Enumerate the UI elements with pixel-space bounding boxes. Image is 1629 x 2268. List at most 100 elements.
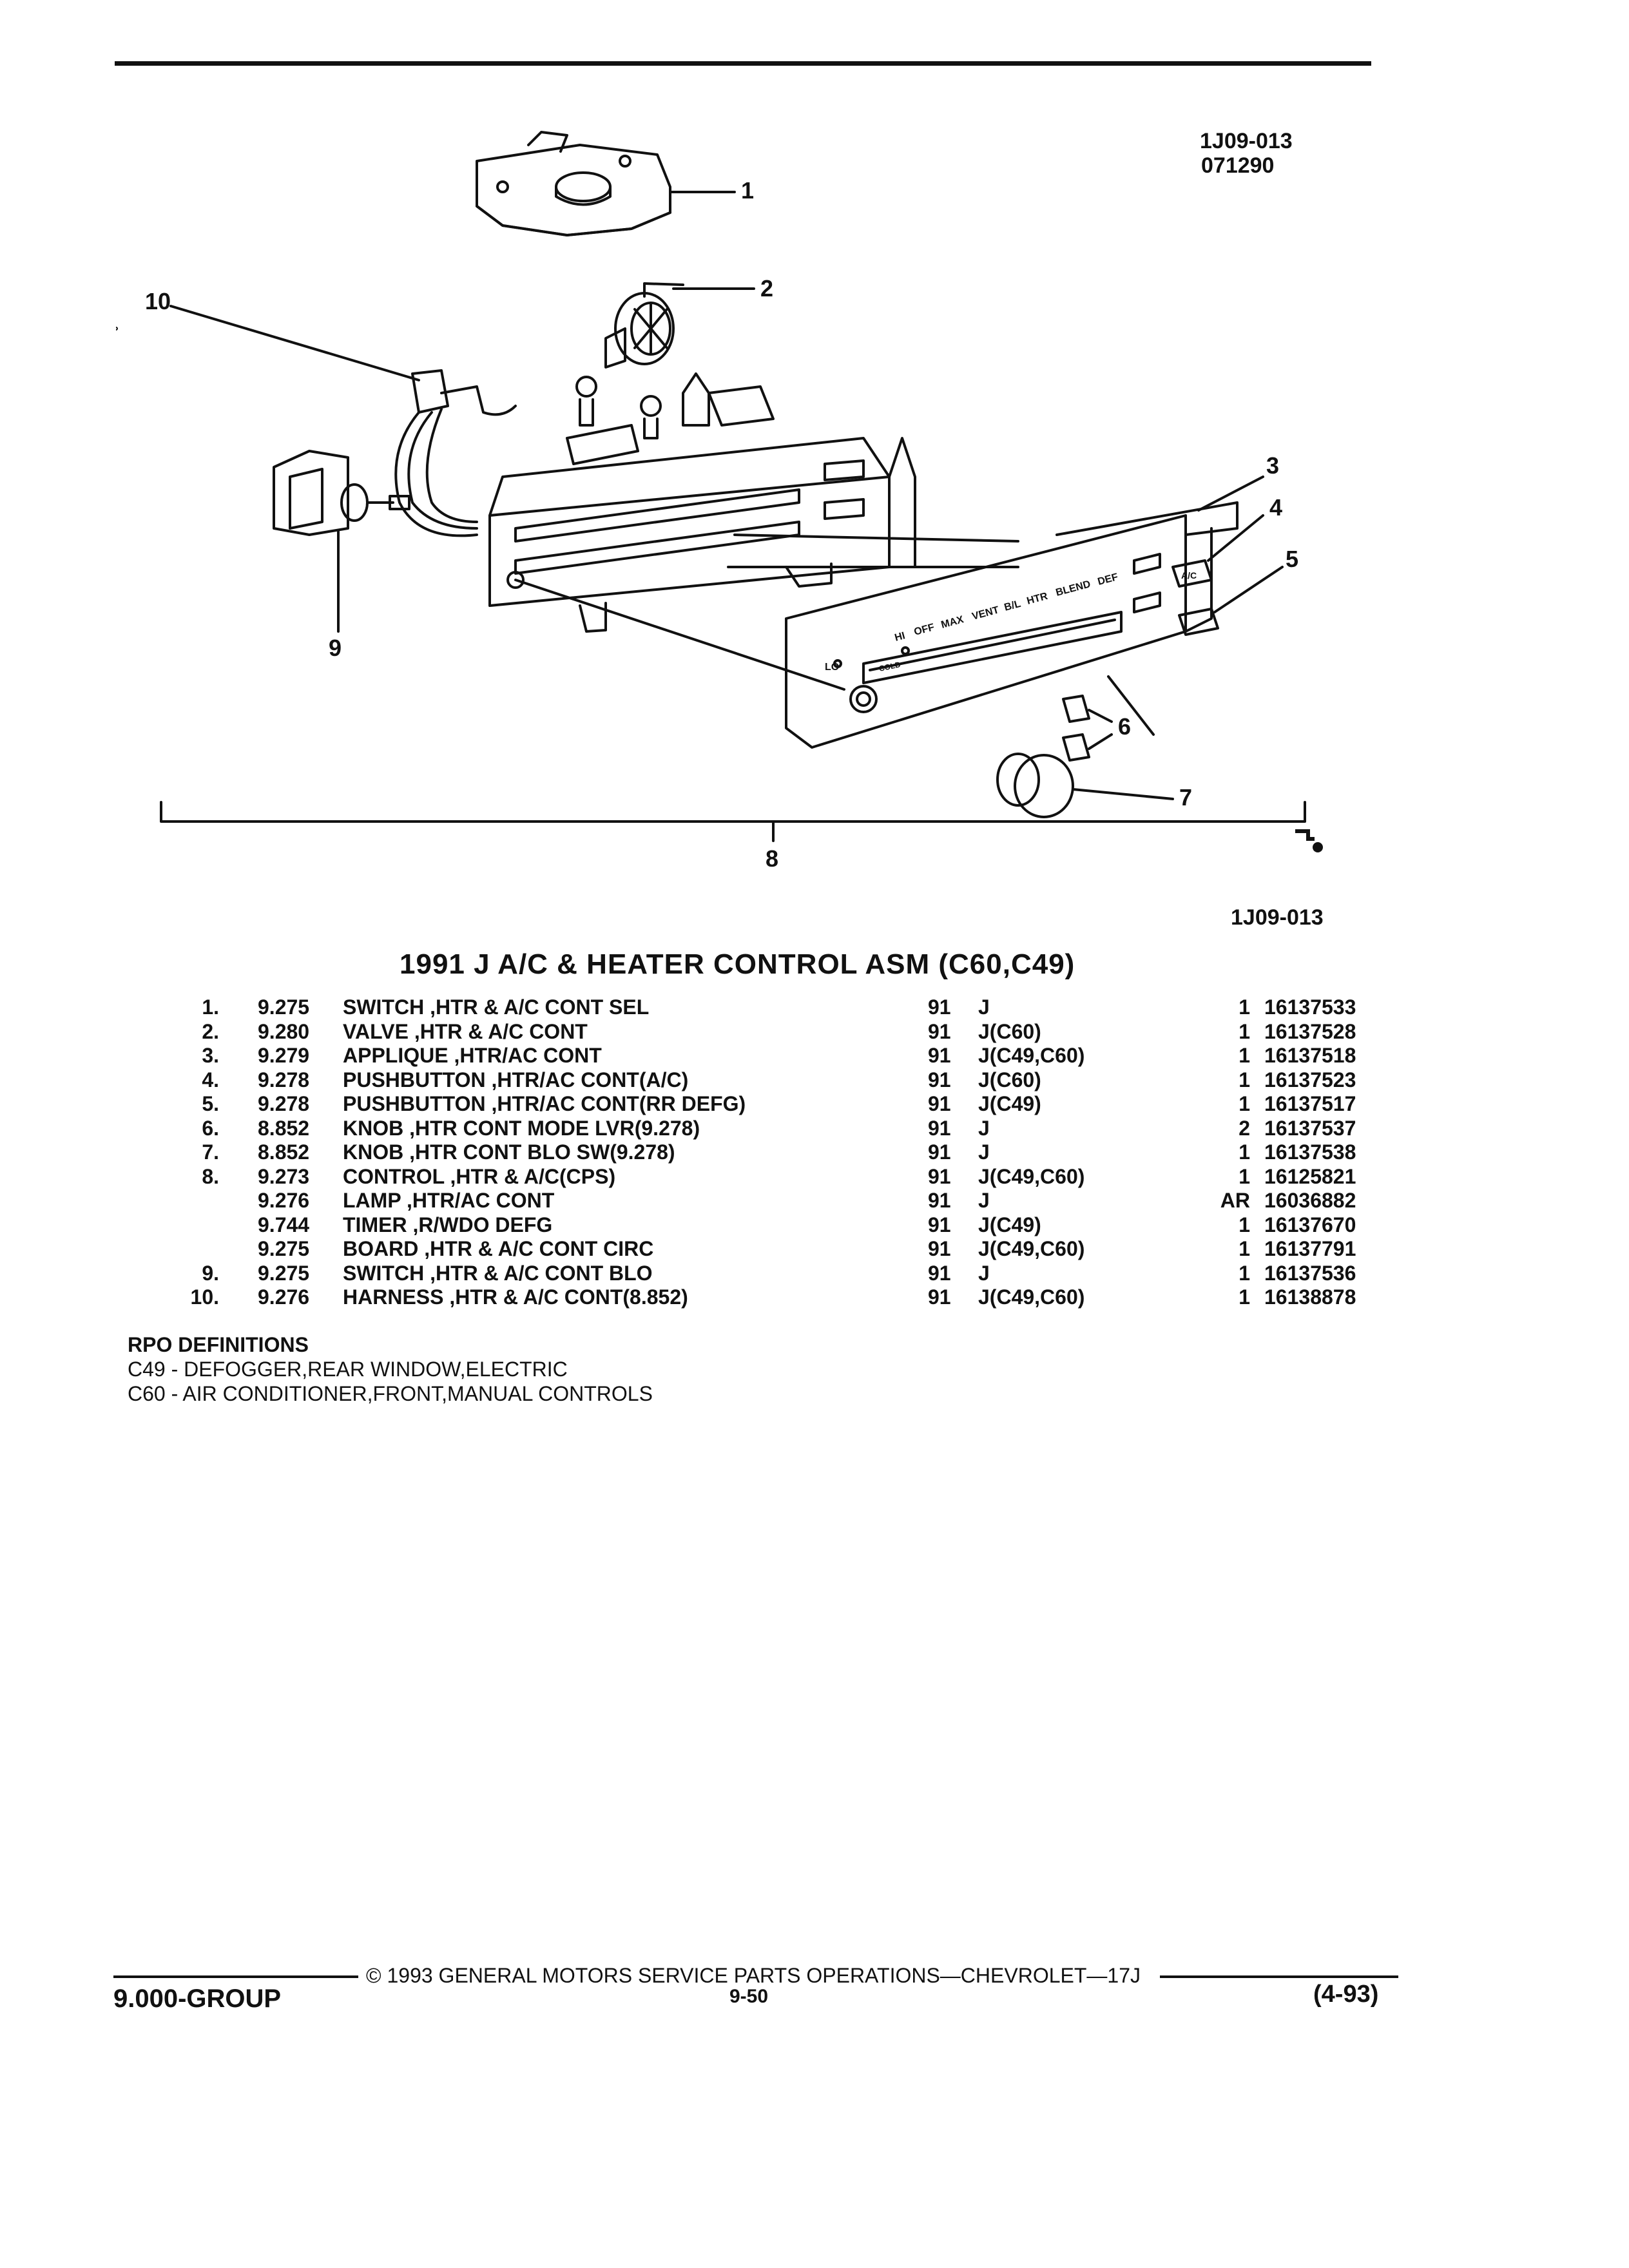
model-year: 91 — [928, 1068, 951, 1091]
part-number: 16125821 — [1264, 1164, 1356, 1188]
figure-id: 1J09-013 — [1200, 129, 1293, 153]
part-number: 16036882 — [1264, 1189, 1356, 1212]
callout-1: 1 — [741, 177, 754, 204]
quantity: 1 — [1239, 1164, 1250, 1188]
group-number: 9.278 — [258, 1068, 310, 1091]
model-year: 91 — [928, 1261, 951, 1285]
blower-switch-part — [273, 450, 410, 633]
group-number: 9.276 — [258, 1189, 310, 1212]
usage-code: J(C49,C60) — [978, 1164, 1085, 1188]
rpo-item: C49 - DEFOGGER,REAR WINDOW,ELECTRIC — [128, 1358, 568, 1381]
part-number: 16137518 — [1264, 1044, 1356, 1067]
callout-10: 10 — [145, 288, 171, 314]
model-year: 91 — [928, 1189, 951, 1212]
group-number: 9.280 — [258, 1019, 310, 1043]
panel-label-blend: BLEND — [1055, 579, 1092, 599]
quantity: AR — [1220, 1189, 1250, 1212]
quantity: 1 — [1239, 1044, 1250, 1067]
rpo-heading: RPO DEFINITIONS — [128, 1333, 309, 1356]
group-number: 8.852 — [258, 1116, 310, 1140]
part-description: TIMER ,R/WDO DEFG — [343, 1213, 553, 1236]
control-housing — [488, 372, 1019, 691]
part-number: 16137537 — [1264, 1116, 1356, 1140]
item-number: 8. — [202, 1164, 219, 1188]
usage-code: J(C49) — [978, 1213, 1041, 1236]
footer-date: (4-93) — [1313, 1981, 1379, 2008]
rpo-item: C60 - AIR CONDITIONER,FRONT,MANUAL CONTR… — [128, 1382, 653, 1405]
rpo-definitions: RPO DEFINITIONS C49 - DEFOGGER,REAR WIND… — [128, 1332, 653, 1406]
quantity: 1 — [1239, 995, 1250, 1019]
footer-rule-left — [113, 1975, 358, 1978]
group-number: 9.273 — [258, 1164, 310, 1188]
part-number: 16137536 — [1264, 1261, 1356, 1285]
part-description: SWITCH ,HTR & A/C CONT SEL — [343, 995, 650, 1019]
part-number: 16138878 — [1264, 1285, 1356, 1309]
group-number: 9.275 — [258, 1237, 310, 1260]
usage-code: J(C49,C60) — [978, 1285, 1085, 1309]
item-number: 6. — [202, 1116, 219, 1140]
quantity: 1 — [1239, 1261, 1250, 1285]
quantity: 1 — [1239, 1068, 1250, 1091]
model-year: 91 — [928, 1213, 951, 1236]
usage-code: J(C49) — [978, 1092, 1041, 1115]
model-year: 91 — [928, 1019, 951, 1043]
part-description: CONTROL ,HTR & A/C(CPS) — [343, 1164, 616, 1188]
panel-label-htr: HTR — [1026, 591, 1050, 607]
panel-label-bl: B/L — [1003, 599, 1023, 613]
part-description: SWITCH ,HTR & A/C CONT BLO — [343, 1261, 653, 1285]
panel-label-vent: VENT — [971, 604, 1001, 622]
part-description: LAMP ,HTR/AC CONT — [343, 1189, 555, 1212]
part-description: VALVE ,HTR & A/C CONT — [343, 1019, 588, 1043]
panel-label-def: DEF — [1097, 572, 1120, 588]
panel-label-off: OFF — [913, 622, 936, 638]
callout-6: 6 — [1118, 713, 1131, 740]
part-description: APPLIQUE ,HTR/AC CONT — [343, 1044, 602, 1067]
button-label-ac: A/C — [1181, 570, 1197, 581]
quantity: 1 — [1239, 1237, 1250, 1260]
gm-mark-icon — [1295, 829, 1323, 852]
panel-label-lo: LO — [825, 662, 839, 673]
quantity: 1 — [1239, 1285, 1250, 1309]
model-year: 91 — [928, 1044, 951, 1067]
mode-knob-part — [1062, 695, 1113, 762]
model-year: 91 — [928, 1116, 951, 1140]
item-number: 10. — [190, 1285, 219, 1309]
part-number: 16137670 — [1264, 1213, 1356, 1236]
part-description: PUSHBUTTON ,HTR/AC CONT(RR DEFG) — [343, 1092, 746, 1115]
footer-rule-right — [1160, 1975, 1398, 1978]
figure-code: 071290 — [1201, 153, 1275, 178]
item-number: 2. — [202, 1019, 219, 1043]
group-number: 9.275 — [258, 995, 310, 1019]
quantity: 1 — [1239, 1140, 1250, 1164]
model-year: 91 — [928, 995, 951, 1019]
part-number: 16137523 — [1264, 1068, 1356, 1091]
part-number: 16137528 — [1264, 1019, 1356, 1043]
top-rule — [115, 61, 1371, 66]
usage-code: J — [978, 1140, 990, 1164]
pushbutton-ac — [1171, 514, 1264, 588]
callout-3: 3 — [1266, 452, 1279, 479]
quantity: 1 — [1239, 1213, 1250, 1236]
part-description: BOARD ,HTR & A/C CONT CIRC — [343, 1237, 654, 1260]
part-number: 16137517 — [1264, 1092, 1356, 1115]
quantity: 2 — [1239, 1116, 1250, 1140]
usage-code: J(C49,C60) — [978, 1237, 1085, 1260]
group-number: 9.744 — [258, 1213, 310, 1236]
valve-part — [116, 282, 755, 369]
item-number: 7. — [202, 1140, 219, 1164]
part-number: 16137791 — [1264, 1237, 1356, 1260]
usage-code: J — [978, 1189, 990, 1212]
model-year: 91 — [928, 1237, 951, 1260]
panel-label-max: MAX — [940, 614, 965, 631]
usage-code: J — [978, 1116, 990, 1140]
exploded-view-illustration: 1 2 3 4 5 6 7 8 9 10 LO HI OFF MAX VENT … — [116, 131, 1323, 870]
part-description: PUSHBUTTON ,HTR/AC CONT(A/C) — [343, 1068, 689, 1091]
blower-knob-part — [996, 753, 1174, 818]
footer-group: 9.000-GROUP — [113, 1984, 282, 2013]
panel-label-hi: HI — [894, 630, 907, 644]
group-number: 9.275 — [258, 1261, 310, 1285]
model-year: 91 — [928, 1285, 951, 1309]
part-description: KNOB ,HTR CONT MODE LVR(9.278) — [343, 1116, 700, 1140]
item-number: 4. — [202, 1068, 219, 1091]
usage-code: J(C60) — [978, 1019, 1041, 1043]
